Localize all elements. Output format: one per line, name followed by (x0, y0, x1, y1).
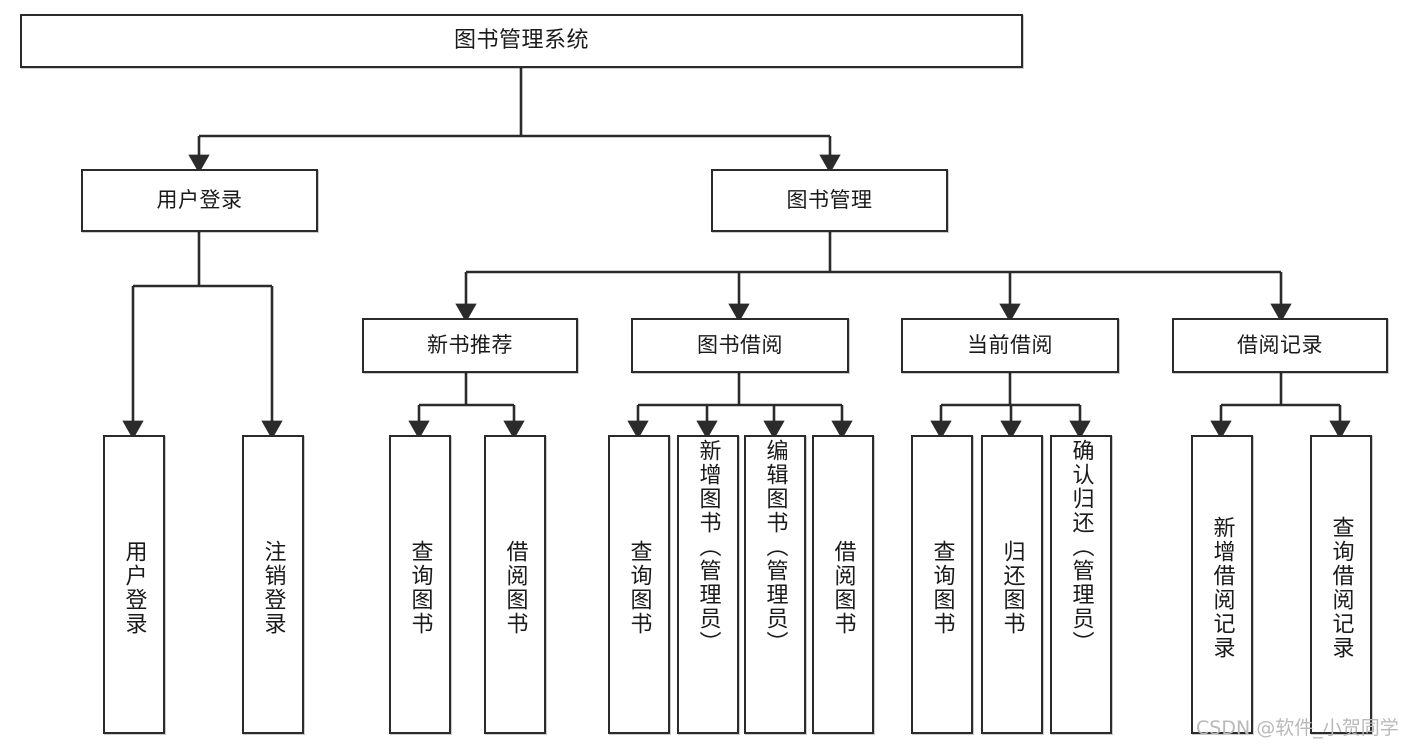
node-leaf-return-book[interactable]: 归还图书 (981, 435, 1043, 734)
node-leaf-add-book-admin[interactable]: 新增图书（管理员） (677, 435, 739, 734)
node-leaf-query-borrow-record[interactable]: 查询借阅记录 (1310, 435, 1372, 734)
node-leaf-confirm-return-admin-label: 确认归还（管理员） (1068, 439, 1094, 655)
node-leaf-confirm-return-admin[interactable]: 确认归还（管理员） (1050, 435, 1112, 734)
node-leaf-query-book-3[interactable]: 查询图书 (911, 435, 973, 734)
node-leaf-add-borrow-record[interactable]: 新增借阅记录 (1191, 435, 1253, 734)
node-leaf-query-book-1-label: 查询图书 (407, 539, 433, 636)
node-leaf-edit-book-admin[interactable]: 编辑图书（管理员） (744, 435, 806, 734)
node-new-book-recommend-label: 新书推荐 (427, 333, 513, 358)
node-leaf-edit-book-admin-label: 编辑图书（管理员） (762, 439, 788, 655)
node-root[interactable]: 图书管理系统 (20, 14, 1023, 68)
node-leaf-borrow-book-2[interactable]: 借阅图书 (812, 435, 874, 734)
node-new-book-recommend[interactable]: 新书推荐 (362, 318, 578, 373)
node-leaf-add-book-admin-label: 新增图书（管理员） (695, 439, 721, 655)
node-user-login-label: 用户登录 (156, 188, 243, 213)
node-leaf-user-login[interactable]: 用户登录 (103, 435, 165, 734)
node-leaf-borrow-book-2-label: 借阅图书 (830, 539, 856, 636)
node-leaf-borrow-book-1[interactable]: 借阅图书 (484, 435, 546, 734)
node-book-manage-label: 图书管理 (786, 188, 873, 213)
node-leaf-query-book-3-label: 查询图书 (929, 539, 955, 636)
node-current-borrow-label: 当前借阅 (967, 333, 1053, 358)
node-leaf-query-book-1[interactable]: 查询图书 (389, 435, 451, 734)
node-book-borrow-label: 图书借阅 (697, 333, 783, 358)
node-book-manage[interactable]: 图书管理 (711, 169, 948, 232)
csdn-watermark: CSDN @软件_小贺同学 (1196, 717, 1399, 739)
node-leaf-user-login-label: 用户登录 (121, 539, 147, 636)
node-leaf-query-book-2-label: 查询图书 (626, 539, 652, 636)
node-user-login[interactable]: 用户登录 (81, 169, 318, 232)
node-leaf-query-book-2[interactable]: 查询图书 (608, 435, 670, 734)
node-leaf-return-book-label: 归还图书 (999, 539, 1025, 636)
node-book-borrow[interactable]: 图书借阅 (631, 318, 849, 373)
node-leaf-user-logout[interactable]: 注销登录 (242, 435, 304, 734)
node-leaf-user-logout-label: 注销登录 (260, 539, 286, 636)
node-borrow-record[interactable]: 借阅记录 (1172, 318, 1388, 373)
node-leaf-borrow-book-1-label: 借阅图书 (502, 539, 528, 636)
node-leaf-query-borrow-record-label: 查询借阅记录 (1328, 515, 1354, 660)
node-leaf-add-borrow-record-label: 新增借阅记录 (1209, 515, 1235, 660)
node-borrow-record-label: 借阅记录 (1237, 333, 1323, 358)
node-root-label: 图书管理系统 (453, 28, 589, 54)
node-current-borrow[interactable]: 当前借阅 (901, 318, 1119, 373)
